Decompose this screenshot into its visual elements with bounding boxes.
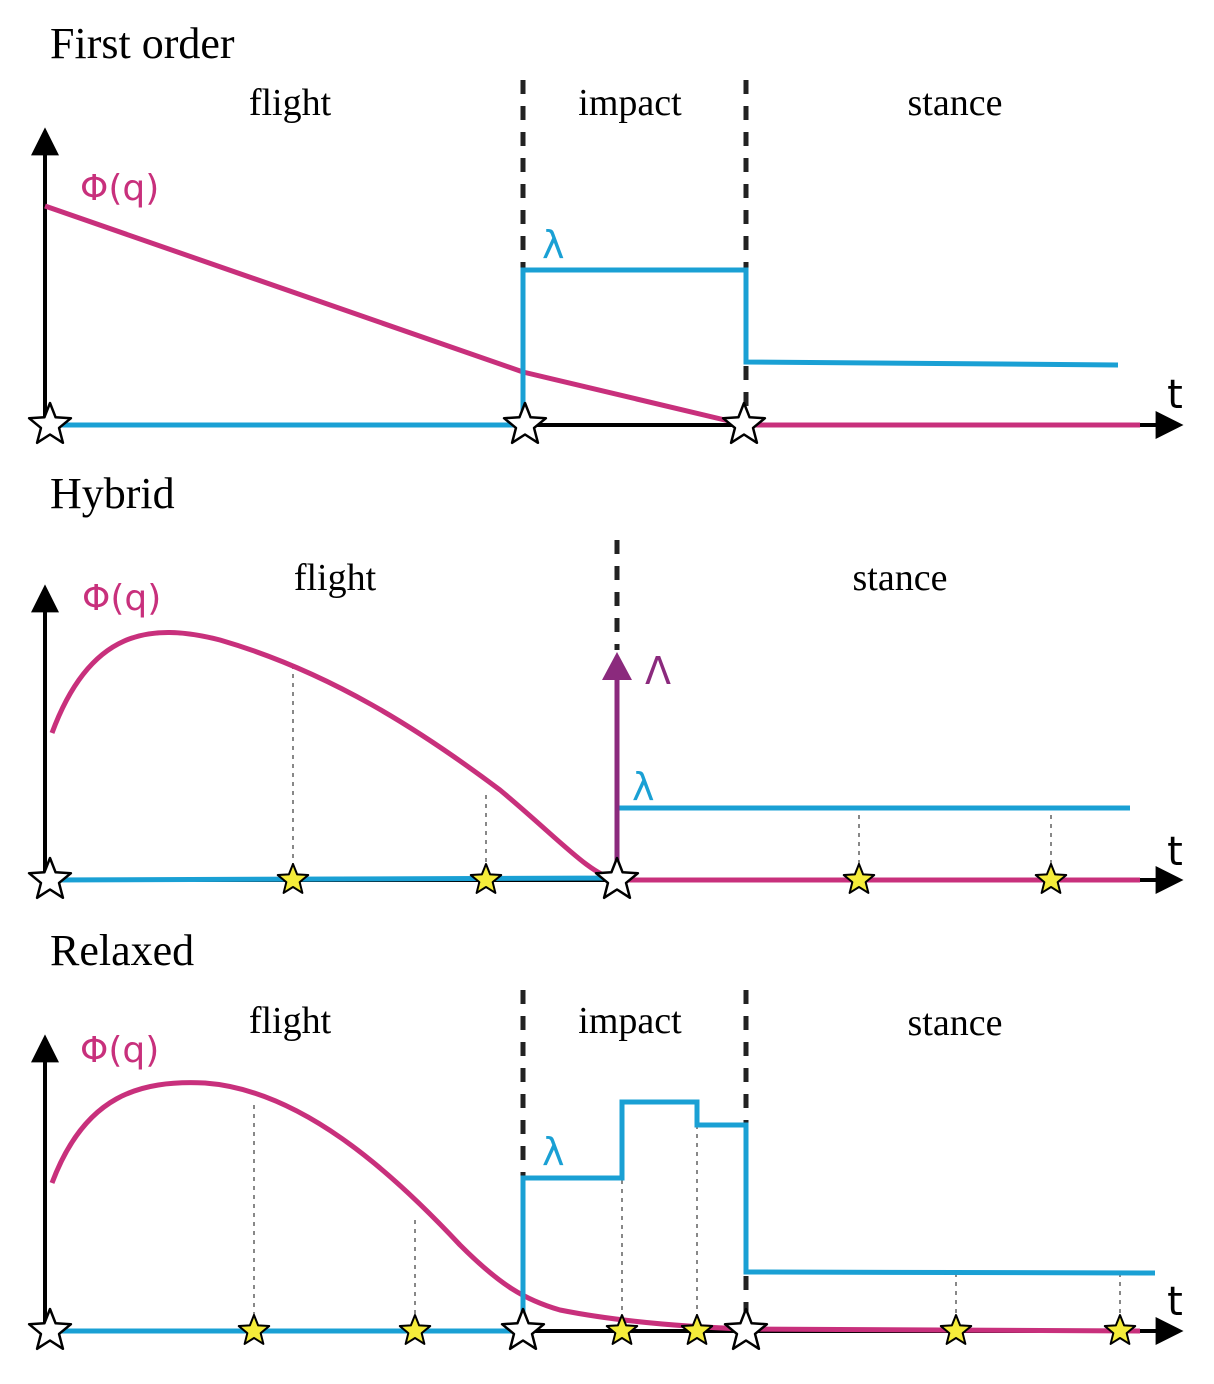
yellow-star-shape: [842, 863, 876, 894]
phi-label: Φ(q): [80, 1030, 159, 1071]
phase-label-impact: impact: [578, 1000, 682, 1042]
lambda-curve: [44, 805, 1130, 883]
lambda-label: λ: [542, 223, 565, 267]
phi-curve: [44, 203, 1140, 428]
panel-first-order: First order flight impact stance t Φ(q) …: [27, 19, 1184, 445]
yellow-star-icon: [680, 1314, 714, 1345]
time-axis-label: t: [1167, 1279, 1183, 1325]
yellow-star-icon: [237, 1314, 271, 1345]
yellow-star-shape: [276, 863, 310, 894]
white-star-shape: [27, 401, 73, 445]
panel-title-hybrid: Hybrid: [50, 469, 175, 518]
white-star-icon: [721, 401, 767, 445]
panel-relaxed: Relaxed flight impact stance t Φ(q) λ: [27, 926, 1184, 1351]
yellow-star-icon: [276, 863, 310, 894]
white-star-icon: [27, 1307, 73, 1351]
panel-hybrid: Hybrid flight stance t Φ(q) λ Λ: [27, 469, 1184, 900]
phi-label: Φ(q): [80, 168, 159, 209]
white-star-icon: [27, 856, 73, 900]
white-star-shape: [27, 1307, 73, 1351]
phase-label-flight: flight: [294, 557, 377, 599]
phase-label-stance: stance: [853, 557, 948, 599]
white-star-shape: [721, 401, 767, 445]
impulse-label: Λ: [645, 649, 671, 693]
yellow-star-shape: [237, 1314, 271, 1345]
time-axis-label: t: [1167, 372, 1183, 418]
white-star-icon: [27, 401, 73, 445]
lambda-curve: [45, 267, 1119, 428]
lambda-label: λ: [542, 1130, 565, 1174]
yellow-star-icon: [605, 1314, 639, 1345]
phi-curve: [49, 1080, 1141, 1334]
phi-curve: [49, 629, 1140, 883]
white-star-shape: [27, 856, 73, 900]
yellow-star-icon: [842, 863, 876, 894]
yellow-star-icon: [398, 1314, 432, 1345]
time-axis-label: t: [1167, 829, 1183, 875]
phase-label-stance: stance: [908, 82, 1003, 124]
yellow-star-shape: [605, 1314, 639, 1345]
panel-title-relaxed: Relaxed: [50, 926, 194, 975]
lambda-label: λ: [632, 765, 655, 809]
phase-label-stance: stance: [908, 1002, 1003, 1044]
panel-title-first-order: First order: [50, 19, 235, 68]
yellow-star-shape: [1034, 863, 1068, 894]
white-star-icon: [723, 1307, 769, 1351]
yellow-star-icon: [939, 1314, 973, 1345]
yellow-star-shape: [469, 863, 503, 894]
yellow-star-shape: [680, 1314, 714, 1345]
phase-label-impact: impact: [578, 82, 682, 124]
yellow-star-shape: [939, 1314, 973, 1345]
white-star-icon: [500, 1307, 546, 1351]
white-star-shape: [723, 1307, 769, 1351]
yellow-star-icon: [469, 863, 503, 894]
white-star-shape: [594, 856, 640, 900]
white-star-shape: [500, 1307, 546, 1351]
phi-label: Φ(q): [82, 578, 161, 619]
arrowhead-icon: [602, 652, 632, 680]
phase-label-flight: flight: [249, 1000, 332, 1042]
yellow-star-icon: [1103, 1314, 1137, 1345]
white-star-icon: [594, 856, 640, 900]
white-star-icon: [502, 401, 548, 445]
phase-label-flight: flight: [249, 82, 332, 124]
white-star-shape: [502, 401, 548, 445]
yellow-star-icon: [1034, 863, 1068, 894]
lambda-curve: [45, 1099, 1156, 1334]
yellow-star-shape: [398, 1314, 432, 1345]
yellow-star-shape: [1103, 1314, 1137, 1345]
